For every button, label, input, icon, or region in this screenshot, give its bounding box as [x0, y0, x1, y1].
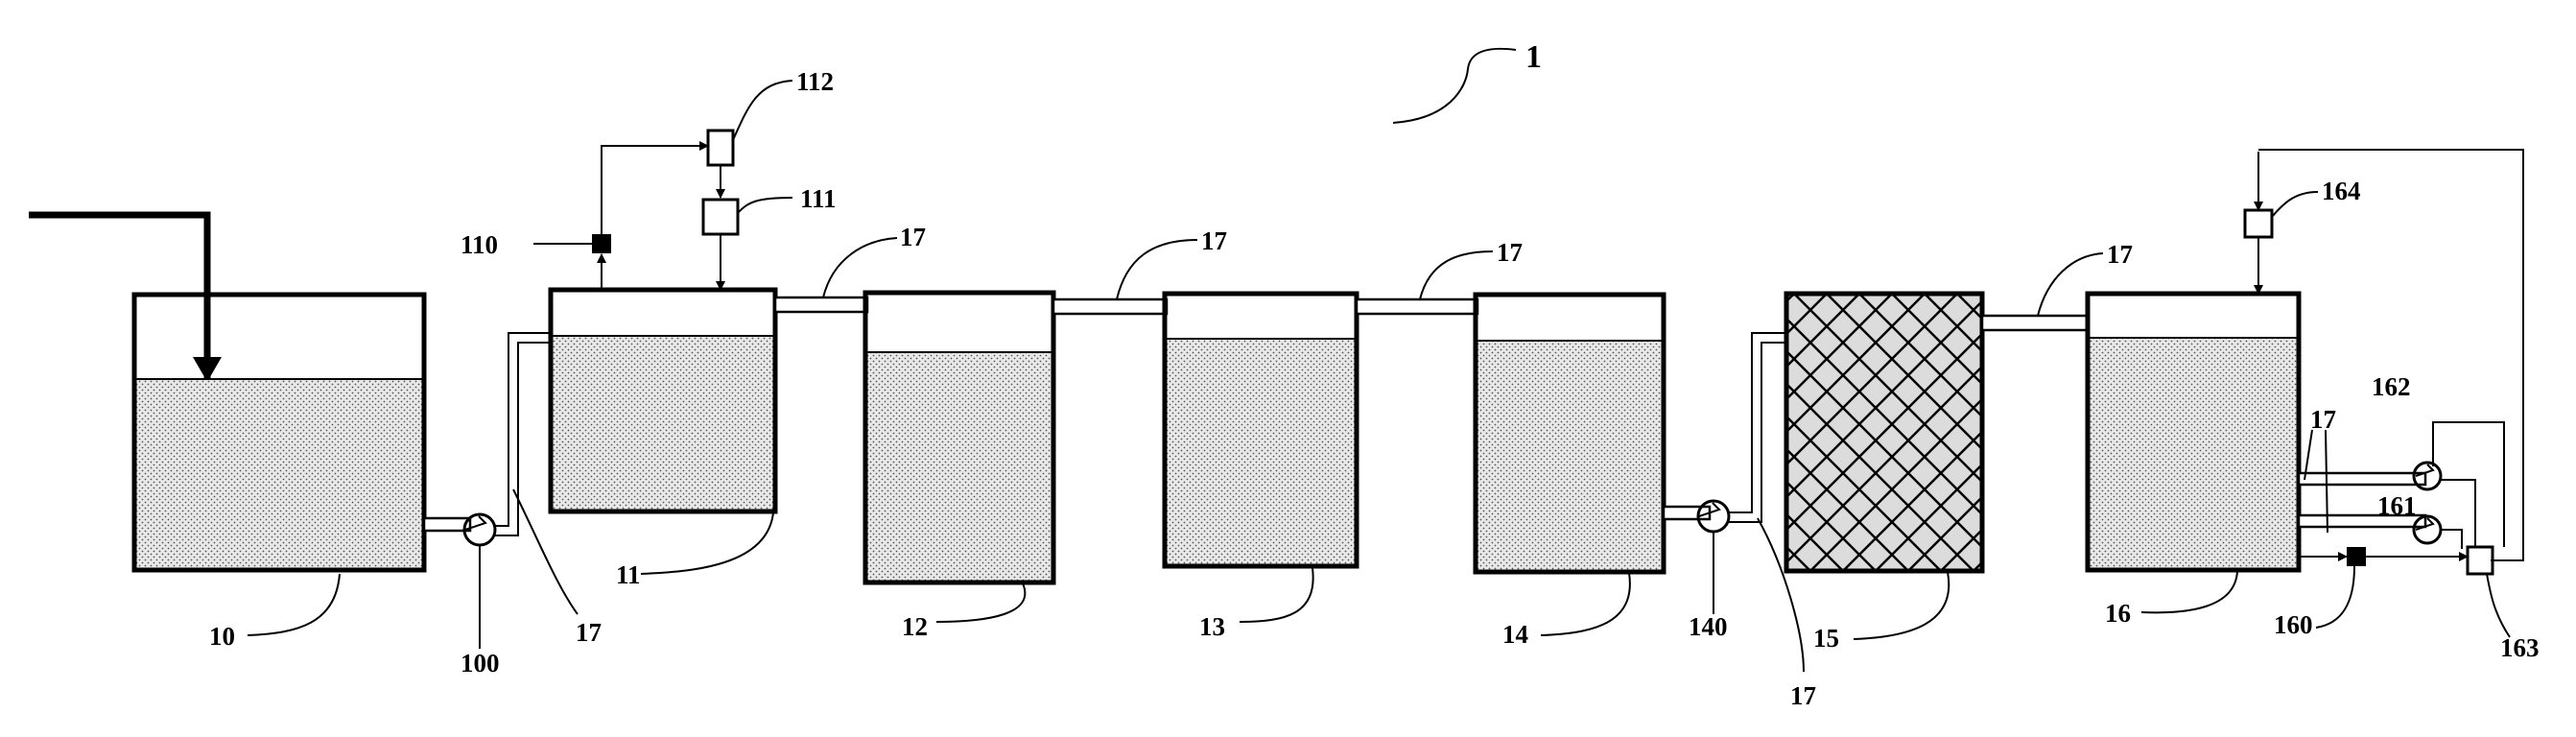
label-tank-12: 12 — [902, 612, 928, 641]
tank-16 — [2085, 291, 2302, 573]
label-pipe-17-g: 17 — [2310, 405, 2336, 434]
pump-161 — [2412, 479, 2476, 549]
outlet-pipes-tank-16 — [2297, 471, 2469, 561]
pipe-11-to-12 — [773, 237, 898, 314]
tank-13 — [1162, 291, 1359, 569]
dosing-unit-110 — [533, 141, 709, 290]
label-tank-16: 16 — [2105, 599, 2131, 628]
label-pipe-17-b: 17 — [1201, 226, 1227, 255]
label-tank-11: 11 — [616, 560, 641, 589]
pump-162 — [2412, 421, 2505, 547]
pipe-13-to-14 — [1355, 250, 1494, 316]
label-component-163: 163 — [2500, 633, 2540, 662]
label-tank-13: 13 — [1199, 612, 1225, 641]
tank-10 — [131, 292, 427, 573]
label-1: 1 — [1525, 39, 1542, 75]
leader-17-tank-16 — [2304, 429, 2328, 534]
label-component-164: 164 — [2322, 177, 2361, 205]
label-pump-161: 161 — [2377, 491, 2417, 520]
tank-12 — [863, 290, 1056, 585]
label-component-160: 160 — [2274, 610, 2313, 639]
label-pipe-17-e: 17 — [576, 618, 602, 647]
label-pump-140: 140 — [1689, 612, 1728, 641]
tank-label-leaders — [247, 511, 2238, 640]
tank-14 — [1473, 292, 1666, 575]
label-component-111: 111 — [800, 184, 837, 213]
pump-and-pipe-leaders — [479, 488, 1805, 673]
component-163 — [2466, 545, 2511, 638]
tank-15 — [1784, 291, 1985, 574]
label-pump-100: 100 — [461, 649, 500, 678]
label-pipe-17-c: 17 — [1497, 238, 1523, 267]
label-tank-10: 10 — [209, 622, 235, 651]
inlet-line — [29, 211, 222, 382]
pipe-12-to-13 — [1052, 239, 1198, 316]
pipe-10-to-pump-100 — [422, 516, 472, 533]
component-160 — [2315, 547, 2366, 629]
label-tank-15: 15 — [1813, 624, 1839, 653]
label-pump-162: 162 — [2372, 372, 2411, 401]
component-164 — [2243, 152, 2319, 295]
label-component-112: 112 — [796, 67, 834, 96]
component-111 — [701, 197, 793, 291]
label-pipe-17-d: 17 — [2107, 240, 2133, 269]
pipe-14-to-pump-140 — [1662, 505, 1712, 521]
component-112 — [706, 80, 793, 199]
label-pipe-17-f: 17 — [1790, 681, 1816, 710]
recirculation-line — [2258, 149, 2524, 561]
label-component-110: 110 — [461, 230, 498, 259]
tank-11 — [548, 287, 778, 514]
system-label-1: 1 — [1392, 39, 1542, 124]
label-tank-14: 14 — [1502, 620, 1528, 649]
label-pipe-17-a: 17 — [900, 223, 926, 251]
pipe-pump-100-to-tank-11 — [493, 332, 553, 536]
pipe-pump-140-to-tank-15 — [1727, 332, 1788, 523]
pipe-15-to-16 — [1980, 252, 2104, 332]
